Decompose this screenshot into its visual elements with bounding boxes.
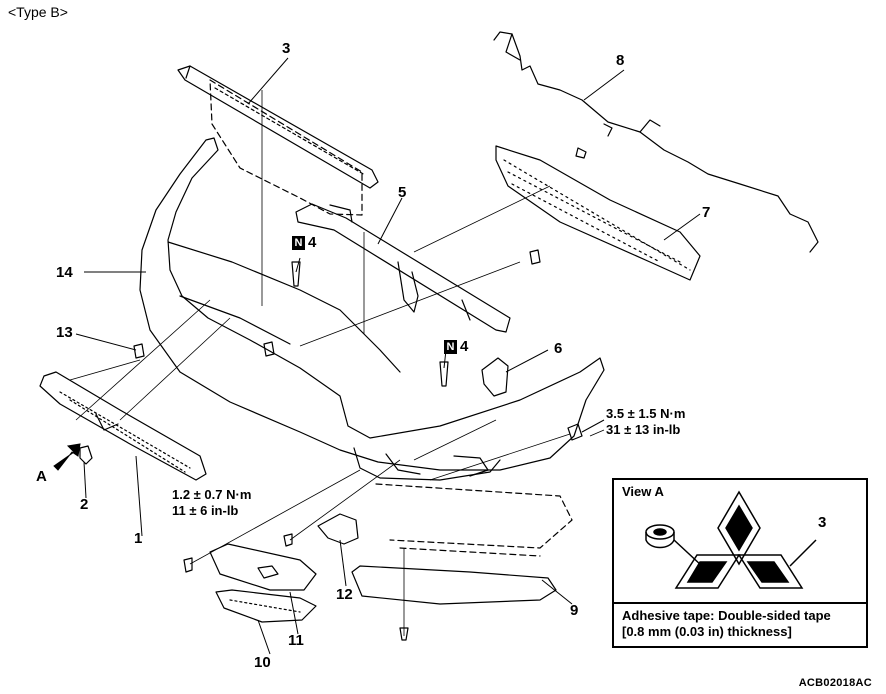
harness-connector	[639, 119, 661, 133]
emblem-strip-part	[177, 65, 379, 189]
wiring-harness-part	[493, 31, 819, 253]
torque-grille-bolt: 1.2 ± 0.7 N·m 11 ± 6 in-lb	[172, 487, 251, 519]
assembly-guide-lines	[69, 90, 605, 636]
lamp-bracket-part	[317, 513, 359, 545]
torque-grille-nm: 1.2 ± 0.7 N·m	[172, 487, 252, 502]
emblem-backing-outline	[209, 79, 363, 216]
figure-code: ACB02018AC	[798, 677, 872, 689]
sensor-bracket-part	[481, 357, 509, 397]
lower-mesh-part	[215, 589, 317, 623]
view-a-arrow	[53, 443, 81, 471]
bolt-part-b	[183, 557, 193, 573]
view-a-title: View A	[622, 484, 664, 499]
torque-side-nm: 3.5 ± 1.5 N·m	[606, 406, 686, 421]
view-a-divider	[614, 602, 866, 604]
view-a-emblem	[674, 490, 817, 589]
tape-roll-icon	[645, 524, 703, 567]
callout-2: 2	[80, 496, 89, 513]
callout-leaders	[75, 57, 701, 655]
callout-11: 11	[288, 632, 304, 649]
callout-3: 3	[282, 40, 291, 57]
callout-6: 6	[554, 340, 563, 357]
callout-9: 9	[570, 602, 579, 619]
adhesive-note-line1: Adhesive tape: Double-sided tape	[622, 608, 831, 623]
upper-bracket-part	[295, 203, 511, 333]
upper-grille-part	[39, 371, 207, 481]
bolt-part-a	[283, 533, 293, 547]
diagram-type-label: <Type B>	[8, 4, 68, 20]
callout-1: 1	[134, 530, 143, 547]
lower-grille-part	[495, 145, 701, 281]
harness-clip	[603, 123, 613, 137]
n-marker-upper: N	[292, 236, 305, 250]
fastener-part-a	[291, 261, 301, 287]
bolt-part-d	[567, 423, 583, 441]
torque-side-inlb: 31 ± 13 in-lb	[606, 422, 681, 437]
callout-8: 8	[616, 52, 625, 69]
bolt-part-f	[263, 341, 275, 357]
view-a-callout-3: 3	[818, 514, 827, 531]
callout-10: 10	[254, 654, 271, 671]
callout-12: 12	[336, 586, 353, 603]
callout-7: 7	[702, 204, 711, 221]
small-screw-part	[575, 147, 587, 159]
torque-side-bolt: 3.5 ± 1.5 N·m 31 ± 13 in-lb	[606, 406, 685, 438]
bumper-cover-part	[139, 137, 605, 481]
adhesive-note-line2: [0.8 mm (0.03 in) thickness]	[622, 624, 792, 639]
torque-grille-inlb: 11 ± 6 in-lb	[172, 503, 239, 518]
side-clip-part	[133, 343, 145, 359]
fastener-part-b	[439, 361, 449, 387]
harness-branch	[505, 33, 521, 61]
lower-cover-part	[351, 483, 573, 605]
bolt-part-c	[399, 627, 409, 641]
view-a-inset: View A 3 Adhesive tape: Double-sided tap…	[612, 478, 868, 648]
bolt-part-e	[529, 249, 541, 265]
callout-5: 5	[398, 184, 407, 201]
fog-bezel-part	[209, 543, 317, 591]
callout-13: 13	[56, 324, 73, 341]
n-marker-lower: N	[444, 340, 457, 354]
callout-14: 14	[56, 264, 73, 281]
view-a-arrow-label: A	[36, 468, 47, 485]
clip-part	[79, 445, 93, 465]
adhesive-tape-note: Adhesive tape: Double-sided tape [0.8 mm…	[622, 608, 862, 640]
